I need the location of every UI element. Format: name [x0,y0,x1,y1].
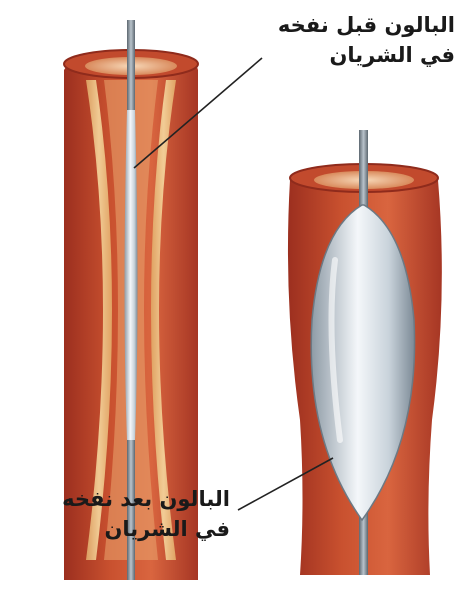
label-after-line1: البالون بعد نفخه [8,484,230,514]
label-before-line1: البالون قبل نفخه [240,10,455,40]
label-balloon-after: البالون بعد نفخه في الشريان [8,484,230,544]
artery-after [288,130,442,575]
label-before-line2: في الشريان [240,40,455,70]
label-after-line2: في الشريان [8,514,230,544]
balloon-before [125,110,138,440]
label-balloon-before: البالون قبل نفخه في الشريان [240,10,455,70]
